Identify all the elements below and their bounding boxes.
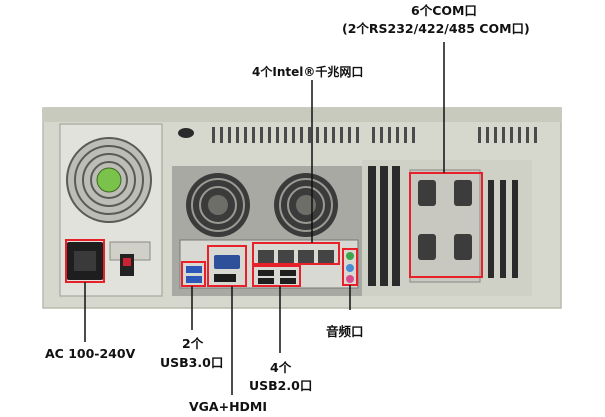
callout-vga-hdmi [207, 245, 247, 287]
lan-port [318, 250, 334, 264]
lan-port [258, 250, 274, 264]
audio-jack [346, 264, 354, 272]
callout-usb2 [252, 265, 301, 287]
psu-fan-hub [96, 167, 122, 193]
callout-com [409, 172, 483, 278]
chassis-top-lip [43, 108, 561, 122]
com-ports [418, 180, 472, 260]
ac-label: AC 100-240V [45, 346, 136, 361]
audio-jack [346, 252, 354, 260]
ac-power-inlet-inner [74, 251, 96, 271]
usb2-label: USB2.0口 [249, 378, 313, 393]
usb2-port [258, 270, 274, 276]
usb2-port [280, 278, 296, 284]
callout-lan [252, 242, 340, 265]
com-title-label: 6个COM口 [411, 3, 477, 18]
expansion-cards [368, 166, 518, 286]
usb2-count-label: 4个 [270, 360, 292, 375]
audio-jack [346, 275, 354, 283]
usb2-port [258, 278, 274, 284]
usb3-label: USB3.0口 [160, 355, 224, 370]
usb2-port [280, 270, 296, 276]
lan-port [278, 250, 294, 264]
case-fan-right [274, 173, 338, 237]
leader-lines [84, 42, 445, 395]
vga-hdmi-label: VGA+HDMI [189, 399, 268, 414]
usb3-port [186, 276, 202, 283]
psu-fan-grill [74, 145, 144, 215]
callout-usb3 [181, 261, 206, 287]
audio-label: 音频口 [326, 324, 364, 339]
lock-icon [178, 128, 194, 138]
com-subtitle-label: (2个RS232/422/485 COM口) [342, 21, 530, 36]
vent-slots [212, 127, 537, 143]
power-switch-rocker [123, 258, 131, 266]
lan-label: 4个Intel®千兆网口 [252, 65, 364, 79]
usb3-count-label: 2个 [182, 336, 204, 351]
usb3-port [186, 266, 202, 273]
case-fan-left [186, 173, 250, 237]
lan-port [298, 250, 314, 264]
hdmi-port [214, 274, 236, 282]
vga-port [214, 255, 240, 269]
